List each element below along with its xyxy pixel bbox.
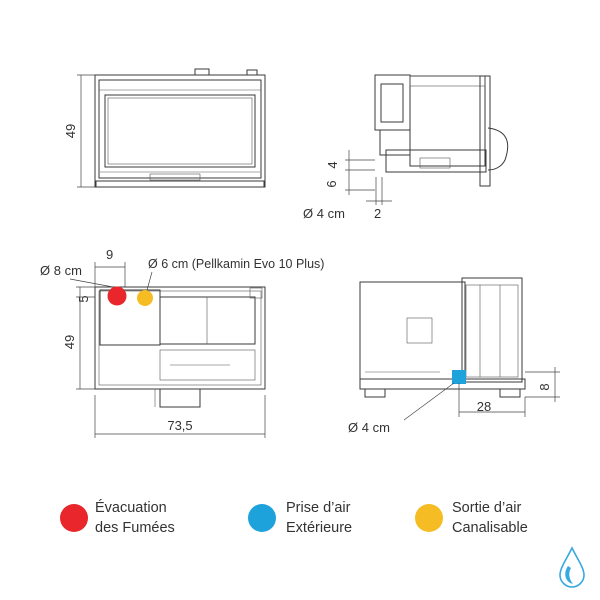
flue-outlet-icon — [107, 286, 127, 306]
legend-item-air-intake-line1: Prise d’air — [286, 500, 351, 516]
side-offset-dim: 2 — [374, 206, 381, 221]
legend-item-flue-line1: Évacuation — [95, 499, 167, 516]
side-diameter-label: Ø 4 cm — [303, 206, 345, 221]
side2-depth-dim: 28 — [477, 399, 491, 414]
legend-item-air-intake-line2: Extérieure — [286, 520, 352, 536]
legend-item-air-outlet-line2: Canalisable — [452, 520, 528, 536]
rear-offset-top-dim: 9 — [106, 247, 113, 262]
air-outlet-label: Ø 6 cm (Pellkamin Evo 10 Plus) — [148, 257, 324, 271]
flue-diameter-label: Ø 8 cm — [40, 263, 82, 278]
blue-dot-icon — [248, 504, 276, 532]
water-drop-logo-icon — [559, 546, 585, 588]
legend: Évacuation des Fumées Prise d’air Extéri… — [60, 499, 528, 536]
air-outlet-icon — [137, 290, 153, 306]
legend-item-air-intake: Prise d’air Extérieure — [248, 500, 352, 536]
air-intake-icon — [452, 370, 466, 384]
side2-height-dim: 8 — [537, 383, 552, 390]
rear-offset-left-dim: 5 — [76, 295, 91, 302]
side-view-2: 8 28 Ø 4 cm — [348, 277, 560, 435]
side-dim-lower: 6 — [324, 180, 339, 187]
legend-item-flue: Évacuation des Fumées — [60, 499, 175, 536]
red-dot-icon — [60, 504, 88, 532]
yellow-dot-icon — [415, 504, 443, 532]
side2-diameter-label: Ø 4 cm — [348, 420, 390, 435]
legend-item-air-outlet-line1: Sortie d’air — [452, 500, 521, 516]
legend-item-flue-line2: des Fumées — [95, 520, 175, 536]
front-height-dim: 49 — [63, 124, 78, 138]
front-view: 49 — [63, 68, 266, 188]
rear-height-dim: 49 — [62, 335, 77, 349]
side-dim-upper: 4 — [325, 161, 340, 168]
rear-view: Ø 8 cm 9 5 Ø 6 cm (Pellkamin Evo 10 Plus… — [40, 247, 324, 438]
side-view: 4 6 Ø 4 cm 2 — [303, 74, 509, 221]
rear-width-dim: 73,5 — [167, 418, 192, 433]
legend-item-air-outlet: Sortie d’air Canalisable — [415, 500, 528, 536]
